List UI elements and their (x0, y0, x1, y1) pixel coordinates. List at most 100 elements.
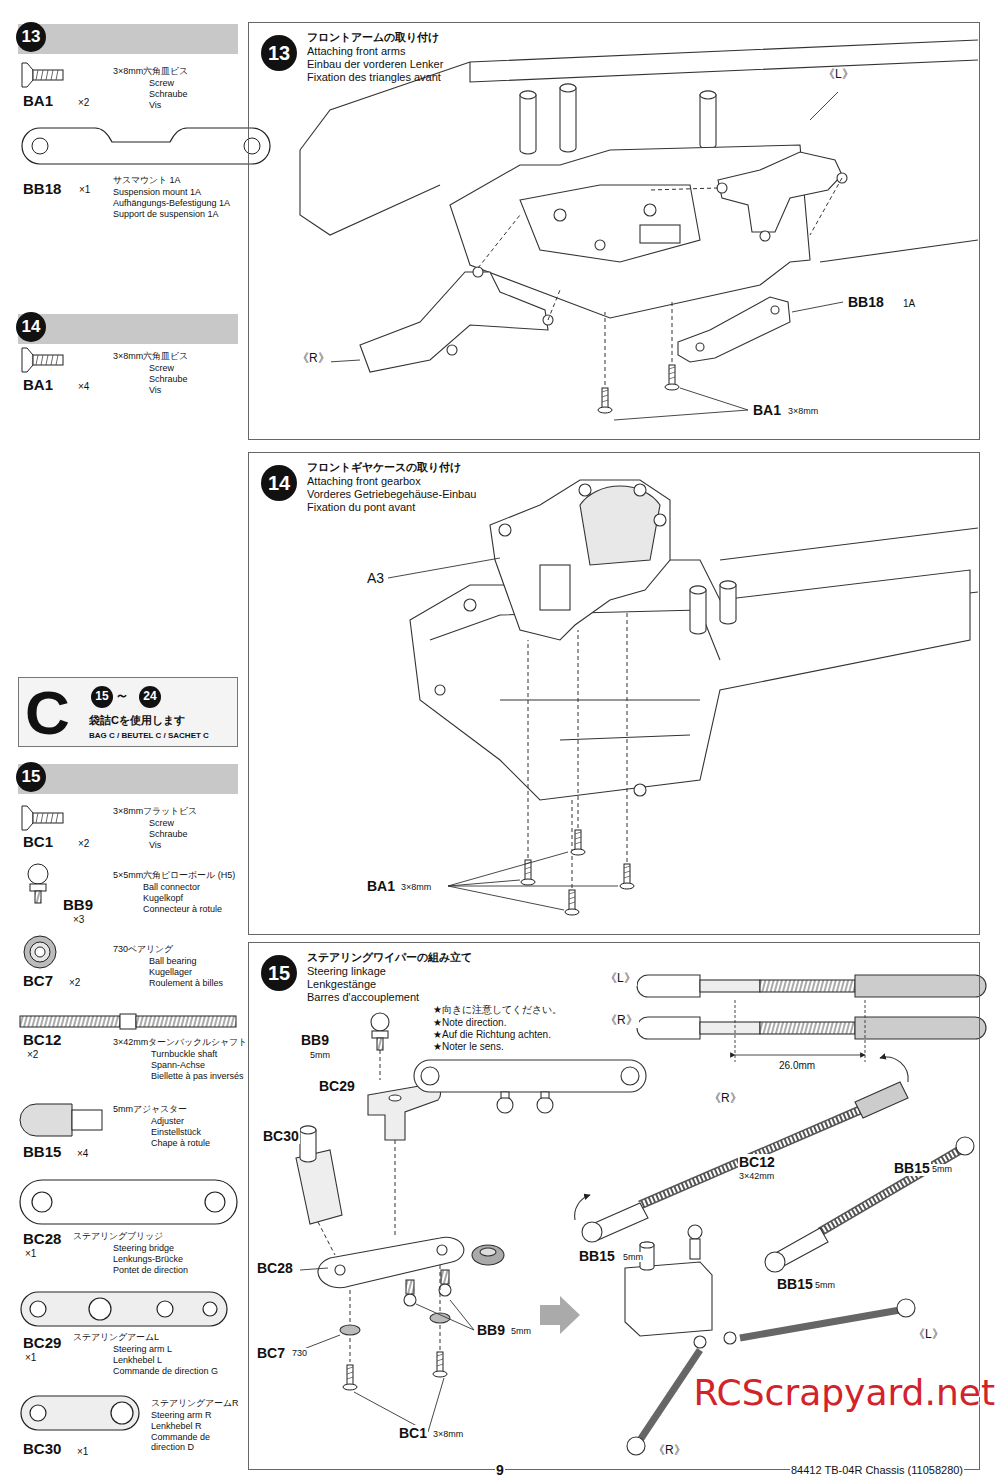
part-name: 3×8mmフラットビス (112, 806, 198, 816)
adjuster-icon (20, 1104, 102, 1136)
step-number: 24 (139, 686, 161, 708)
gearbox-drawing (410, 480, 978, 800)
quantity: ×4 (76, 1148, 89, 1160)
side-marker: 《L》 (604, 972, 637, 986)
mount-icon (22, 128, 270, 164)
part-code: BA1 (22, 376, 54, 393)
part-name: Lenkhebel R (150, 1421, 203, 1431)
part-code: BB15 (578, 1248, 616, 1264)
part-name: Vis (148, 100, 162, 110)
dimension: 26.0mm (778, 1060, 816, 1072)
bag-letter: C (25, 682, 70, 744)
heading-text: Barres d'accouplement (307, 991, 419, 1004)
part-name: Steering arm R (150, 1410, 213, 1420)
part-code: BA1 (22, 92, 54, 109)
part-code: BC30 (22, 1440, 62, 1457)
part-name: Spann-Achse (150, 1060, 206, 1070)
part-code: BC29 (22, 1334, 62, 1351)
part-name: Chape à rotule (150, 1138, 211, 1148)
part-code: BC1 (398, 1425, 428, 1441)
part-name: ステアリングブリッジ (72, 1231, 164, 1241)
steering-arm-icon (21, 1292, 227, 1326)
turnbuckle-assembly (575, 1057, 974, 1272)
ball-connector-icon (28, 864, 48, 903)
part-name: Connecteur à rotule (142, 904, 223, 914)
part-name: Screw (148, 818, 175, 828)
part-name: Screw (148, 78, 175, 88)
note-text: ★Note direction. (432, 1017, 507, 1029)
part-spec: 5mm (309, 1050, 331, 1060)
part-name: Ball connector (142, 882, 201, 892)
side-marker: 《R》 (652, 1444, 687, 1458)
part-name: Aufhängungs-Befestigung 1A (112, 198, 231, 208)
turnbuckle-assembly (637, 975, 986, 1039)
part-code: BA1 (366, 878, 396, 894)
part-spec: 730 (291, 1348, 308, 1358)
steering-arm-icon (21, 1396, 139, 1430)
step-number: 14 (261, 465, 297, 501)
step-header-bar: 14 (18, 314, 238, 344)
part-code: BB9 (62, 896, 94, 913)
part-name: Commande de direction D (150, 1432, 244, 1453)
step-header-bar: 15 (18, 764, 238, 794)
side-marker: 《L》 (912, 1328, 945, 1342)
part-name: Schraube (148, 374, 189, 384)
turnbuckle-icon (20, 1014, 236, 1029)
part-name: Adjuster (150, 1116, 185, 1126)
part-name: 3×8mm六角皿ビス (112, 66, 189, 76)
page-number: 9 (495, 1462, 505, 1478)
part-code: BB15 (22, 1143, 62, 1160)
step-number: 15 (91, 686, 113, 708)
part-name: Suspension mount 1A (112, 187, 202, 197)
step-number: 15 (261, 955, 297, 991)
bearing-icon (24, 936, 56, 968)
heading-text: 袋詰Cを使用します (89, 714, 185, 727)
heading-text: BAG C / BEUTEL C / SACHET C (89, 731, 209, 740)
part-name: 3×8mm六角皿ビス (112, 351, 189, 361)
part-name: Schraube (148, 89, 189, 99)
part-spec: 3×42mm (738, 1171, 775, 1181)
heading-text: フロントギヤケースの取り付け (307, 461, 461, 474)
quantity: ×1 (24, 1248, 37, 1260)
direction-arrow (540, 1296, 580, 1334)
heading-text: ～ (115, 687, 129, 703)
part-spec: 5mm (931, 1164, 953, 1174)
part-code: BB15 (776, 1276, 814, 1292)
note-text: ★Auf die Richtung achten. (432, 1029, 552, 1041)
part-name: 5mmアジャスター (112, 1104, 188, 1114)
part-spec: 5mm (510, 1326, 532, 1336)
part-code: BC12 (738, 1154, 776, 1170)
part-code: BC12 (22, 1031, 62, 1048)
quantity: ×3 (72, 914, 85, 926)
watermark: RCScrapyard.net (692, 1372, 996, 1413)
heading-text: Vorderes Getriebegehäuse-Einbau (307, 488, 476, 501)
part-name: ステアリングアームR (150, 1398, 240, 1408)
part-name: Steering bridge (112, 1243, 175, 1253)
steering-linkage-drawing (296, 1013, 646, 1335)
note-text: ★向きに注意してください。 (432, 1004, 563, 1016)
part-name: Steering arm L (112, 1344, 173, 1354)
heading-text: Steering linkage (307, 965, 386, 978)
part-name: Lenkungs-Brücke (112, 1254, 184, 1264)
part-name: 5×5mm六角ピローボール (H5) (112, 870, 236, 880)
quantity: ×1 (78, 184, 91, 196)
heading-text: Attaching front gearbox (307, 475, 421, 488)
part-name: Ball bearing (148, 956, 198, 966)
part-spec: 3×8mm (400, 882, 432, 892)
part-code: BC30 (262, 1128, 300, 1144)
part-name: Support de suspension 1A (112, 209, 220, 219)
part-code: BB15 (893, 1160, 931, 1176)
part-code: BC1 (22, 833, 54, 850)
part-code: BC7 (22, 972, 54, 989)
quantity: ×4 (77, 381, 90, 393)
heading-text: Attaching front arms (307, 45, 405, 58)
part-code: A3 (366, 570, 385, 586)
side-marker: 《R》 (296, 352, 331, 366)
part-code: BB18 (22, 180, 62, 197)
quantity: ×2 (77, 97, 90, 109)
heading-text: Fixation du pont avant (307, 501, 415, 514)
part-spec: 3×8mm (787, 406, 819, 416)
part-name: Einstellstück (150, 1127, 202, 1137)
part-name: Turnbuckle shaft (150, 1049, 218, 1059)
note-text: ★Noter le sens. (432, 1041, 505, 1053)
